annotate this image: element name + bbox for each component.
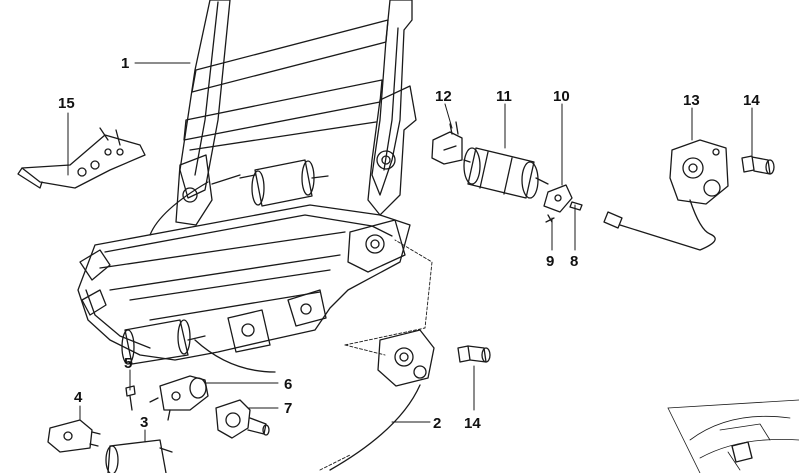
callout-4: 4 bbox=[74, 389, 83, 406]
callout-2: 2 bbox=[433, 415, 441, 432]
callout-5: 5 bbox=[124, 355, 132, 372]
gear-unit-7 bbox=[215, 399, 270, 439]
callout-12: 12 bbox=[435, 88, 452, 105]
mounting-bracket bbox=[543, 184, 573, 213]
callout-11: 11 bbox=[496, 88, 512, 105]
callout-8: 8 bbox=[570, 253, 578, 270]
leader-lines bbox=[67, 62, 753, 443]
callout-3: 3 bbox=[140, 414, 148, 431]
callout-15: 15 bbox=[58, 95, 75, 112]
switch-unit-4 bbox=[47, 419, 101, 453]
seat-motor bbox=[463, 147, 549, 199]
bolt-lower bbox=[457, 345, 491, 363]
motor-3 bbox=[105, 439, 173, 473]
callout-9: 9 bbox=[546, 253, 554, 270]
bracket-plate bbox=[17, 127, 146, 189]
callout-10: 10 bbox=[553, 88, 570, 105]
screw-9 bbox=[545, 214, 555, 223]
callout-14b: 14 bbox=[464, 415, 481, 432]
dashed-guides bbox=[319, 239, 433, 471]
gearbox-drive bbox=[603, 139, 729, 251]
callout-7: 7 bbox=[284, 400, 292, 417]
callout-labels: 1 2 3 4 5 6 7 8 9 10 11 12 13 14 14 15 bbox=[58, 55, 760, 432]
screw-8 bbox=[569, 201, 583, 211]
gearbox-flex-shaft bbox=[329, 329, 435, 471]
callout-14a: 14 bbox=[743, 92, 760, 109]
seat-frame bbox=[77, 0, 417, 373]
screw-5 bbox=[125, 385, 136, 411]
callout-13: 13 bbox=[683, 92, 700, 109]
vehicle-inset bbox=[667, 399, 799, 473]
bolt-upper bbox=[741, 155, 775, 175]
callout-6: 6 bbox=[284, 376, 292, 393]
motor-gear-6 bbox=[149, 375, 209, 421]
connector bbox=[431, 121, 463, 165]
callout-1: 1 bbox=[121, 55, 129, 72]
